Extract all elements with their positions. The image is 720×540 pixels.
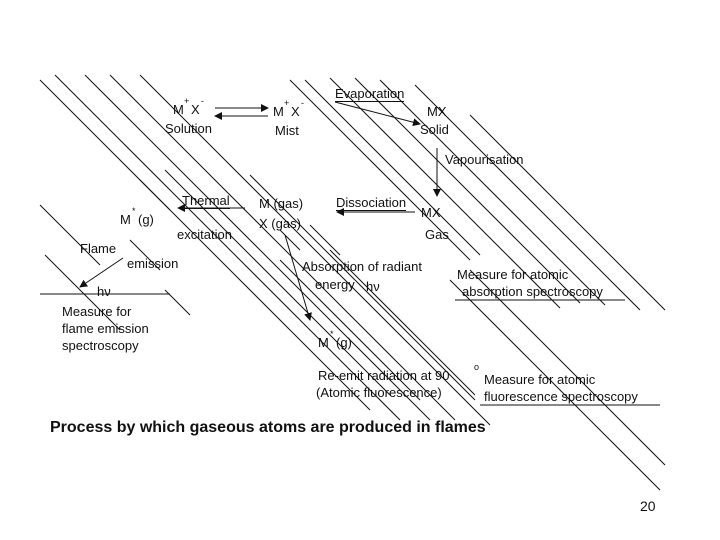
solution-label: Solution [165, 121, 212, 136]
diagonal-line [309, 224, 341, 256]
dissociation-label: Dissociation [336, 195, 407, 211]
fluorescence-measure-line-2: fluorescence spectroscopy [484, 389, 638, 404]
diagonal-line [84, 74, 431, 421]
mist-plus-sup: + [284, 98, 290, 108]
diagonal-line [329, 249, 476, 396]
hv-emission-label: hν [97, 284, 111, 299]
excited-atom-star: * [132, 206, 136, 216]
mist-label: Mist [275, 123, 299, 138]
diagonal-line [44, 254, 121, 331]
excited-atom2-m: M [318, 335, 329, 350]
x-gas-label: X (gas) [259, 216, 301, 231]
diagonal-line [129, 239, 161, 271]
excited-atom-m: M [120, 212, 131, 227]
solid-label: Solid [420, 122, 449, 137]
absorption-hv: hν [366, 279, 380, 294]
mist-minus-sup: - [301, 98, 304, 108]
absorption-line-1: Absorption of radiant [302, 259, 422, 274]
flame-measure-line-3: spectroscopy [62, 338, 139, 353]
diagonal-line [139, 179, 171, 211]
absorption-measure-line-2: absorption spectroscopy [462, 284, 603, 299]
solution-minus-sup: - [201, 96, 204, 106]
diagonal-line [39, 204, 101, 266]
excited-atom2-suffix: (g) [336, 335, 352, 350]
solution-plus-sup: + [184, 96, 190, 106]
solution-m-symbol: M [173, 102, 184, 117]
mist-m-symbol: M [273, 104, 284, 119]
fluorescence-measure-line-1: Measure for atomic [484, 372, 596, 387]
thermal-label: Thermal [182, 193, 230, 209]
arrow-absorption [284, 234, 312, 321]
diagonal-line [139, 74, 491, 426]
diagonal-line [414, 84, 641, 311]
excited-atom-suffix: (g) [138, 212, 154, 227]
solid-formula: MX [427, 104, 447, 119]
reemit-line-2: (Atomic fluorescence) [316, 385, 442, 400]
diagonal-line [39, 79, 371, 411]
gas-formula: MX [421, 205, 441, 220]
vapourisation-label: Vapourisation [445, 152, 524, 167]
diagonal-line [469, 114, 666, 311]
diagonal-line [354, 77, 581, 304]
excitation-label: excitation [177, 227, 232, 242]
arrow-evaporation [334, 101, 421, 127]
diagonal-line [279, 229, 301, 251]
emission-label: emission [127, 256, 179, 271]
excited-atom2-star: * [330, 329, 334, 339]
diagonal-line [249, 174, 476, 401]
absorption-measure-line-1: Measure for atomic [457, 267, 569, 282]
flame-measure-line-2: flame emission [62, 321, 149, 336]
m-gas-label: M (gas) [259, 196, 304, 211]
diagonal-line [54, 74, 401, 421]
flame-label: Flame [80, 241, 117, 256]
slide-caption: Process by which gaseous atoms are produ… [50, 419, 486, 436]
flame-measure-line-1: Measure for [62, 304, 132, 319]
evaporation-label: Evaporation [335, 86, 405, 102]
diagonal-line [449, 279, 661, 491]
absorption-line-2: energy [315, 277, 355, 292]
mist-x-symbol: X [291, 104, 300, 119]
diagonal-line [289, 79, 471, 261]
diagonal-line [304, 79, 481, 256]
arrow-emission [79, 257, 124, 288]
gas-label: Gas [425, 227, 449, 242]
solution-x-symbol: X [191, 102, 200, 117]
diagonal-line [379, 79, 606, 306]
diagonal-line [109, 74, 456, 421]
diagonal-line [329, 77, 561, 309]
reemit-line-1: Re-emit radiation at 90 [318, 368, 450, 383]
diagonal-line [279, 259, 421, 401]
diagonal-line [469, 269, 666, 466]
reemit-degree-sup: o [474, 362, 480, 372]
page-number: 20 [640, 498, 656, 514]
